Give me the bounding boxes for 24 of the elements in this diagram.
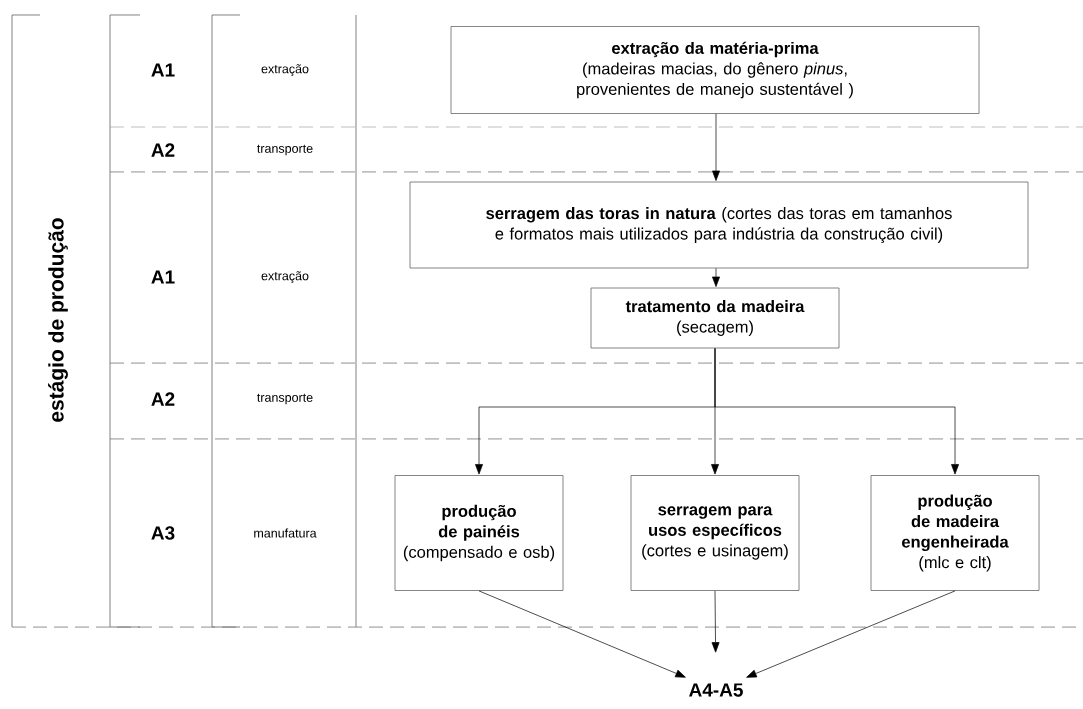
- arrow: [478, 590, 686, 678]
- stage-name: manufatura: [254, 528, 317, 538]
- arrow: [714, 348, 959, 475]
- stage-code: A4-A5: [689, 683, 743, 697]
- stage-code: A2: [151, 143, 175, 157]
- stage-code: A3: [151, 526, 175, 540]
- arrow: [746, 590, 956, 678]
- process-box: tratamento da madeira (secagem): [590, 287, 840, 349]
- arrow: [712, 113, 720, 181]
- stage-name: extração: [261, 64, 309, 76]
- stage-name: transporte: [257, 393, 313, 405]
- process-box: extração da matéria-prima (madeiras macias, do gênero pinus, provenientes de manejo sustentável ): [450, 26, 980, 114]
- axis-title: estágio de produção: [48, 218, 68, 422]
- arrow: [712, 268, 720, 287]
- process-box: serragem para usos específicos (cortes e usinagem): [630, 475, 800, 591]
- stage-code: A1: [151, 63, 175, 77]
- stage-name: transporte: [257, 144, 313, 156]
- stage-code: A1: [151, 270, 175, 284]
- process-box: produção de painéis (compensado e osb): [394, 475, 564, 591]
- stage-name: extração: [261, 271, 309, 283]
- stage-code: A2: [151, 392, 175, 406]
- arrow: [711, 590, 720, 653]
- process-box: produção de madeira engenheirada (mlc e clt): [870, 475, 1040, 591]
- process-box: serragem das toras in natura (cortes das toras em tamanhos e formatos mais utilizados para indústria da construção civil): [409, 181, 1029, 269]
